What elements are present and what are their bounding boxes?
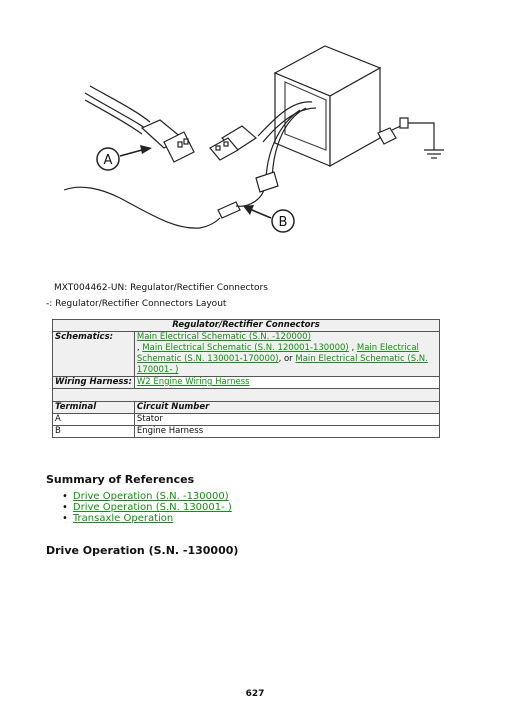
wiring-harness-link[interactable]: W2 Engine Wiring Harness (136, 377, 250, 387)
page-number: 627 (245, 689, 265, 699)
callout-a: A (96, 145, 152, 171)
list-item: Drive Operation (S.N. 130001- ) (62, 502, 232, 513)
schematic-sep-3: , or (278, 354, 293, 364)
left-harness (84, 85, 195, 163)
schematics-label: Schematics: (52, 331, 135, 377)
box-connector (209, 125, 257, 161)
figure-caption: MXT004462-UN: Regulator/Rectifier Connec… (54, 283, 268, 293)
schematic-link-4[interactable]: Main Electrical Schematic (S.N. 170001- … (136, 354, 428, 375)
callout-b-label: B (279, 215, 288, 230)
table-row: A Stator (52, 413, 441, 426)
lower-wire (63, 171, 279, 229)
reference-link[interactable]: Transaxle Operation (72, 513, 174, 524)
circuit-cell: Stator (133, 413, 441, 426)
reference-link[interactable]: Drive Operation (S.N. -130000) (72, 491, 229, 502)
table-title: Regulator/Rectifier Connectors (52, 319, 440, 332)
section-title: Drive Operation (S.N. -130000) (46, 544, 239, 557)
terminal-cell: A (52, 413, 135, 426)
schematic-link-1[interactable]: Main Electrical Schematic (S.N. -120000) (136, 332, 311, 342)
schematic-sep-1: , (136, 343, 140, 353)
list-item: Drive Operation (S.N. -130000) (62, 491, 232, 502)
callout-a-label: A (104, 153, 113, 168)
schematic-link-2[interactable]: Main Electrical Schematic (S.N. 120001-1… (142, 343, 349, 353)
table-row: B Engine Harness (52, 425, 441, 438)
summary-title: Summary of References (46, 473, 195, 486)
schematics-links: Main Electrical Schematic (S.N. -120000)… (133, 331, 441, 377)
wiring-harness-label: Wiring Harness: (52, 376, 135, 389)
connectors-table: Regulator/Rectifier Connectors Schematic… (52, 319, 441, 438)
reference-link[interactable]: Drive Operation (S.N. 130001- ) (72, 502, 232, 513)
circuit-cell: Engine Harness (133, 425, 441, 438)
wires-from-box (257, 101, 317, 179)
connector-illustration: A B (60, 38, 460, 243)
schematic-sep-2: , (351, 343, 355, 353)
figure-subcaption: -: Regulator/Rectifier Connectors Layout (46, 299, 227, 309)
col-terminal-header: Terminal (52, 401, 135, 414)
schematic-link-3[interactable]: Main Electrical Schematic (S.N. 130001-1… (136, 343, 419, 364)
references-list: Drive Operation (S.N. -130000) Drive Ope… (62, 491, 232, 524)
table-spacer (52, 388, 440, 402)
ground-stud (377, 117, 444, 159)
callout-b: B (243, 205, 295, 233)
regulator-rectifier-box (273, 45, 382, 168)
list-item: Transaxle Operation (62, 513, 232, 524)
terminal-cell: B (52, 425, 135, 438)
col-circuit-header: Circuit Number (133, 401, 441, 414)
